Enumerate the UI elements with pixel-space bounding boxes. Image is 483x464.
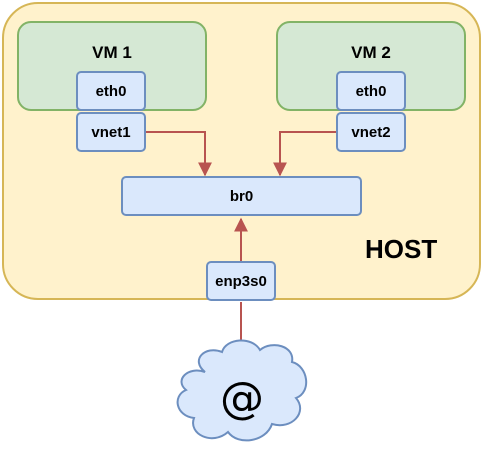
vnet2-label: vnet2 <box>351 123 391 141</box>
vm1-eth0-label: eth0 <box>95 82 127 100</box>
enp3s0-label: enp3s0 <box>215 272 267 290</box>
arrow-vnet2-to-br0 <box>273 131 336 177</box>
arrow-vnet1-to-br0 <box>146 131 212 177</box>
vm2-label: VM 2 <box>351 43 391 62</box>
vnet1-interface: vnet1 <box>76 112 146 152</box>
vnet1-label: vnet1 <box>91 123 131 141</box>
vm1-label: VM 1 <box>92 43 132 62</box>
vm1-eth0: eth0 <box>76 71 146 111</box>
vnet2-interface: vnet2 <box>336 112 406 152</box>
cloud-icon <box>176 339 307 442</box>
br0-bridge: br0 <box>121 176 362 216</box>
vm2-box: VM 2 <box>276 21 466 111</box>
enp3s0-interface: enp3s0 <box>206 261 276 301</box>
vm2-eth0-label: eth0 <box>355 82 387 100</box>
network-symbol: @ <box>220 373 264 424</box>
vm2-eth0: eth0 <box>336 71 406 111</box>
br0-label: br0 <box>229 187 254 205</box>
host-label: HOST <box>365 234 438 264</box>
